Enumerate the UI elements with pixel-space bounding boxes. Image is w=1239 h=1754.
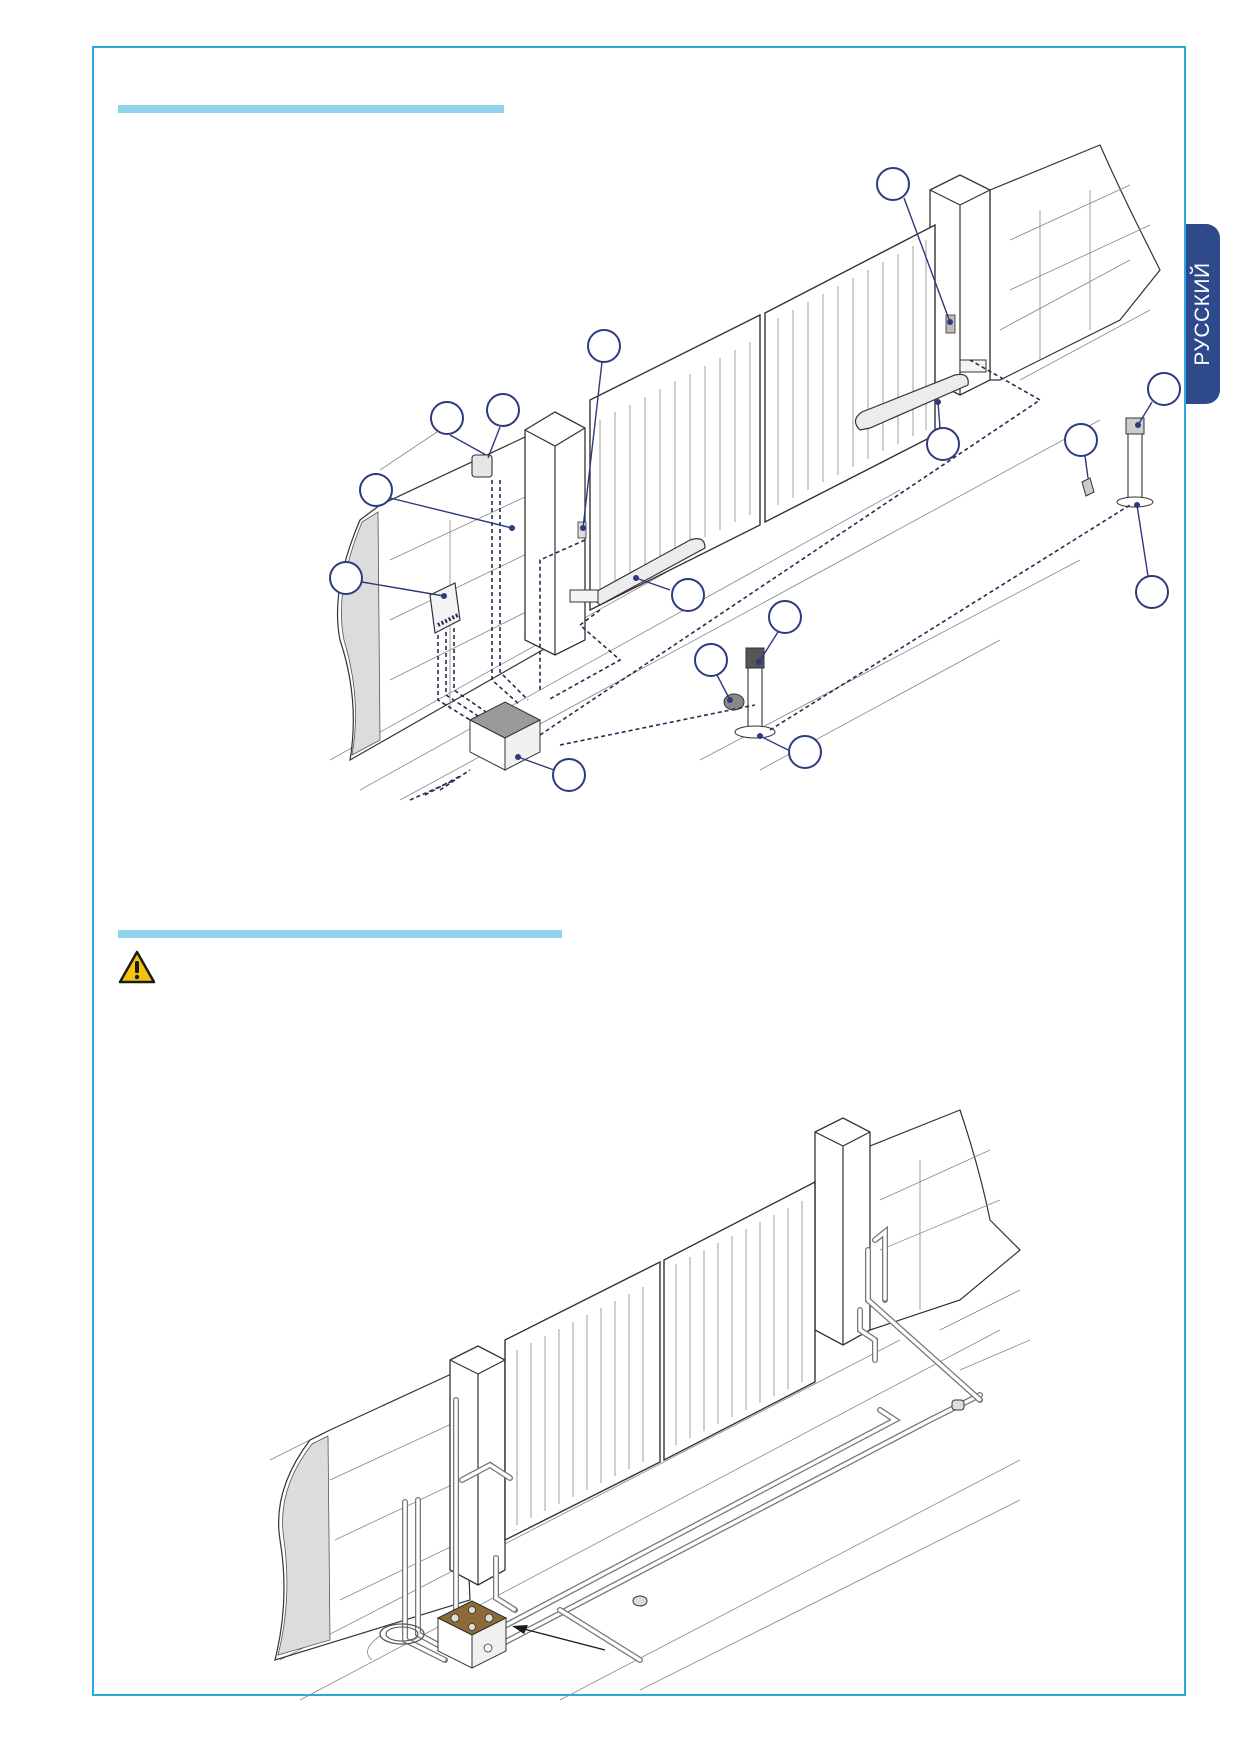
ground-lines [329,259,1151,801]
fig2-pointer-arrow [512,1625,606,1651]
gate-leaf-left [589,313,761,612]
junction-box-overview [468,701,542,771]
warning-icon [118,950,156,984]
gate-operator-left [569,538,706,606]
cable-runs [409,359,1131,801]
fig2-gate-leaf-right [663,1180,816,1462]
callout-markers [329,167,1181,792]
fig2-pillar-left [449,1345,506,1586]
control-panel [429,582,461,634]
page-frame [92,46,1186,1696]
gate-pillar-right [929,174,991,396]
antenna-receiver [1081,477,1095,497]
fig2-fittings [632,1399,965,1607]
fig2-gate-leaf-left [504,1260,661,1542]
section-heading-bar-1 [118,105,504,113]
fig2-conduits [402,1225,983,1663]
gate-operator-right [854,359,987,431]
post-column-right [1116,417,1154,508]
gate-leaf-right [764,223,936,524]
fig2-cable-coil [367,1623,425,1661]
conduit-diagram [269,1109,1031,1701]
post-column-center [734,647,776,739]
language-tab[interactable]: РУССКИЙ [1186,224,1220,404]
fig2-wall-right [859,1109,1021,1331]
flashing-light [471,454,493,478]
fig2-junction-box [436,1600,508,1669]
gate-pillar-left [524,411,586,656]
section-heading-bar-2 [118,930,562,938]
boundary-wall-right [989,144,1161,381]
